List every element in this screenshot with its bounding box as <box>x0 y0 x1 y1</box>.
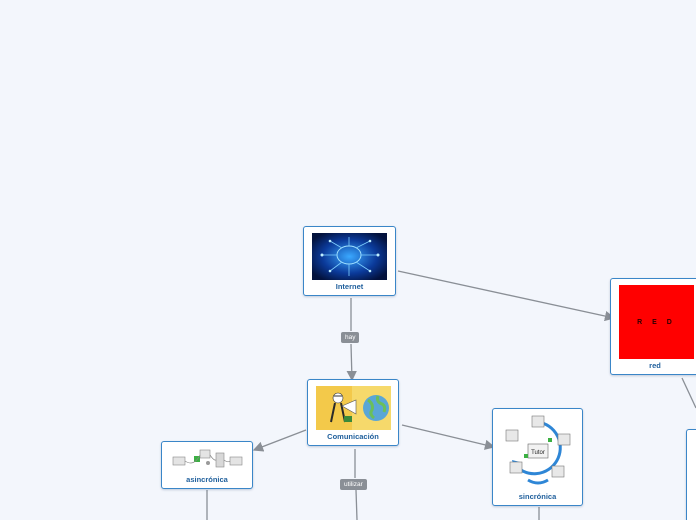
edge-utilizar-down <box>355 489 358 520</box>
node-sincronica[interactable]: Tutor sincrónica <box>492 408 583 506</box>
red-square-icon: R E D <box>619 285 694 359</box>
tutor-center-text: Tutor <box>531 450 545 456</box>
edge-internet-red <box>397 270 616 322</box>
tutor-cycle-icon: Tutor <box>505 415 571 485</box>
circuit-brain-icon <box>312 233 387 280</box>
megaphone-globe-icon <box>316 386 391 430</box>
red-image-text: R E D <box>637 318 676 326</box>
node-partial-right[interactable] <box>686 429 696 520</box>
node-internet[interactable]: Internet <box>303 226 396 296</box>
edge-red-down <box>681 377 696 409</box>
node-red[interactable]: R E D red <box>610 278 696 375</box>
edge-label-utilizar[interactable]: utilizar <box>340 479 367 490</box>
node-asincronica[interactable]: asincrónica <box>161 441 253 489</box>
edge-label-hay[interactable]: hay <box>341 332 360 343</box>
node-internet-label: Internet <box>335 282 364 291</box>
edge-comunicacion-asincronica <box>252 429 307 452</box>
node-comunicacion-label: Comunicación <box>327 432 379 441</box>
node-comunicacion[interactable]: Comunicación <box>307 379 399 446</box>
edge-hay-comunicacion <box>346 343 357 382</box>
node-red-label: red <box>649 361 661 370</box>
node-asincronica-label: asincrónica <box>186 475 228 484</box>
edge-comunicacion-sincronica <box>401 424 496 450</box>
computer-network-icon <box>172 449 243 468</box>
node-sincronica-label: sincrónica <box>518 492 557 501</box>
